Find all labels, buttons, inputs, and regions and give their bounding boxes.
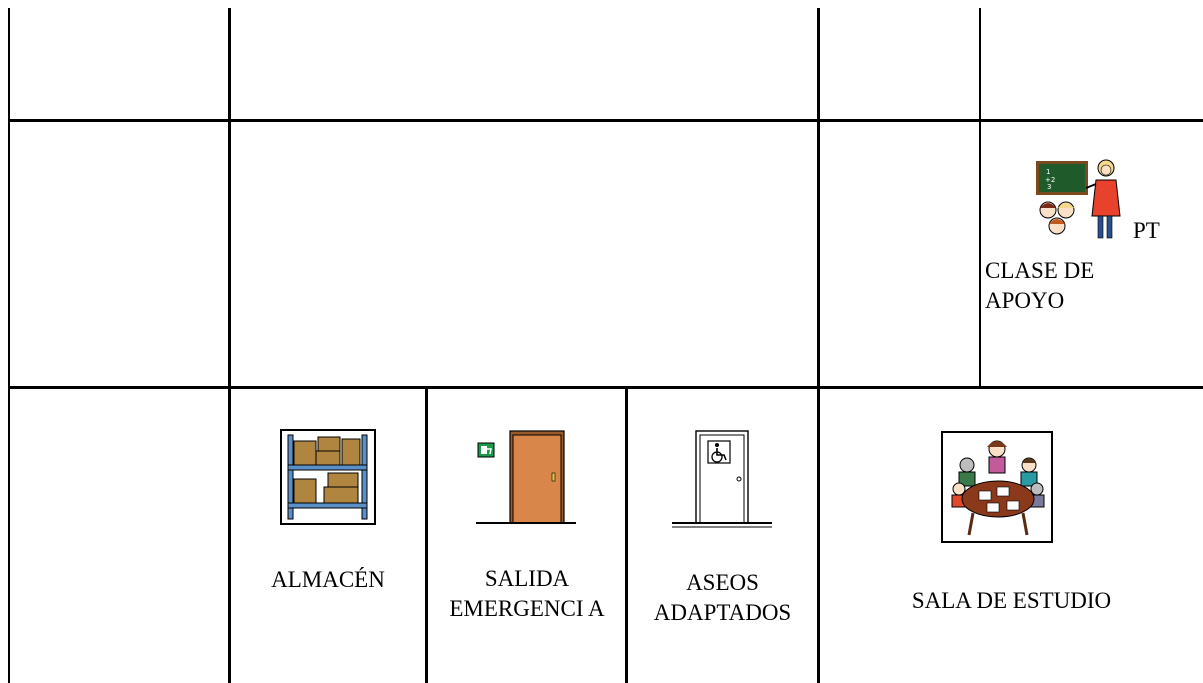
room-label-pt: PT bbox=[1133, 218, 1160, 243]
room-label-almacen: ALMACÉN bbox=[271, 567, 385, 592]
grid-line-v6-lower bbox=[625, 388, 628, 683]
room-cell-sala-estudio: SALA DE ESTUDIO bbox=[820, 389, 1203, 683]
grid-line-v3 bbox=[817, 8, 820, 683]
accessible-toilet-door-icon bbox=[672, 430, 772, 528]
svg-text:1: 1 bbox=[1046, 168, 1050, 176]
room-cell-salida-emergencia: SALIDA EMERGENCI A bbox=[428, 389, 625, 683]
svg-text:3: 3 bbox=[1047, 183, 1051, 191]
grid-line-v4-upper bbox=[979, 8, 981, 388]
grid-line-v2 bbox=[228, 8, 231, 683]
svg-text:+2: +2 bbox=[1045, 176, 1055, 184]
room-label-clase-apoyo: CLASE DE APOYO bbox=[985, 258, 1095, 313]
grid-line-v5-lower bbox=[425, 388, 428, 683]
room-cell-aseos-adaptados: ASEOS ADAPTADOS bbox=[628, 389, 817, 683]
room-label-salida-emergencia: SALIDA EMERGENCI A bbox=[449, 566, 605, 621]
room-label-aseos-adaptados: ASEOS ADAPTADOS bbox=[653, 570, 792, 625]
emergency-exit-door-icon bbox=[476, 430, 576, 524]
room-label-sala-estudio: SALA DE ESTUDIO bbox=[911, 588, 1112, 613]
room-cell-almacen: ALMACÉN bbox=[231, 389, 425, 683]
teacher-at-blackboard-icon: 1 +2 3 bbox=[1036, 159, 1121, 239]
storage-shelves-icon bbox=[280, 429, 376, 525]
grid-line-h1 bbox=[8, 119, 1203, 122]
room-cell-clase-apoyo: 1 +2 3 PT CLASE DE APOYO bbox=[981, 122, 1203, 386]
grid-line-v1 bbox=[8, 8, 10, 683]
study-room-meeting-icon bbox=[941, 431, 1053, 543]
grid-line-h2 bbox=[8, 386, 1203, 389]
